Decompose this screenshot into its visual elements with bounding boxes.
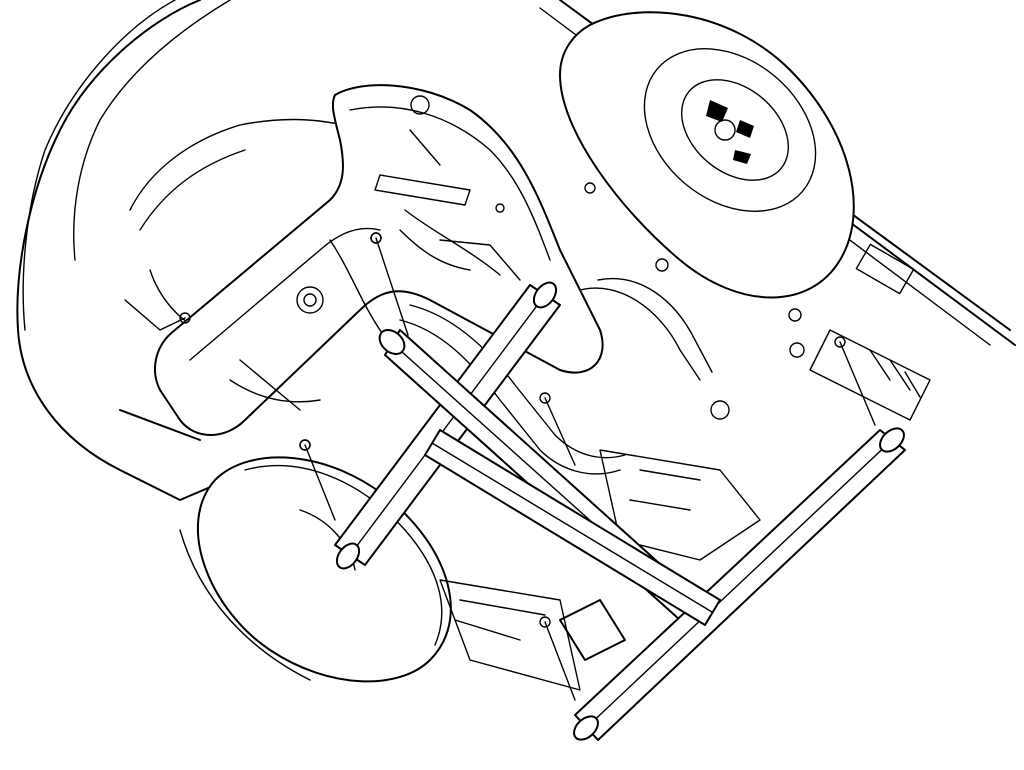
lift-adapter-bar-3: [573, 427, 906, 741]
label-plate: [855, 243, 915, 295]
lift-adapter-bar-1: [334, 281, 561, 570]
exhaust-pipe: [399, 278, 713, 475]
spare-tire: [559, 11, 855, 299]
lift-point-markers: [299, 232, 876, 701]
lower-body-panel: [439, 579, 581, 691]
subframe: [154, 84, 604, 451]
lift-adapter-bar-4: [424, 429, 721, 661]
bolts: [179, 182, 805, 420]
